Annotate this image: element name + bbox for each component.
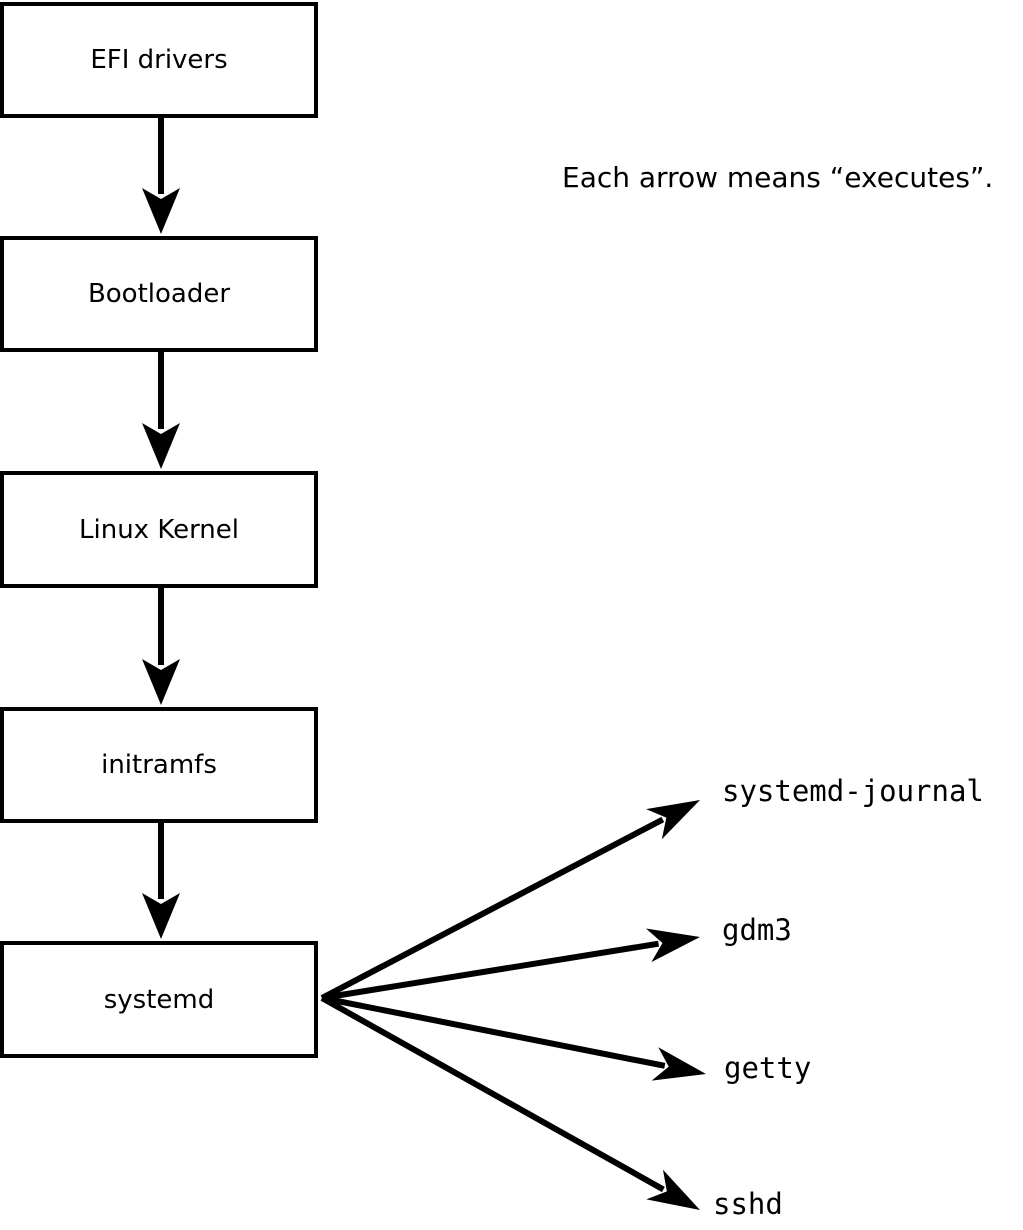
fanout-arrow-shaft-gdm3 — [321, 940, 660, 1001]
node-efi-drivers[interactable]: EFI drivers — [0, 2, 318, 118]
service-label-sshd: sshd — [713, 1187, 783, 1221]
node-systemd[interactable]: systemd — [0, 941, 318, 1058]
fanout-arrowhead-getty — [651, 1047, 706, 1081]
chain-arrowhead-3 — [142, 893, 180, 939]
fanout-arrow-layer — [320, 800, 706, 1210]
node-label-bootloader: Bootloader — [87, 279, 231, 309]
chain-arrow-layer — [142, 118, 180, 939]
node-initramfs[interactable]: initramfs — [0, 707, 318, 823]
caption-executes-note: Each arrow means “executes”. — [562, 161, 994, 194]
fanout-arrowhead-systemd-journal — [646, 800, 700, 840]
node-label-initramfs: initramfs — [101, 750, 217, 780]
node-label-linux-kernel: Linux Kernel — [79, 514, 239, 545]
fanout-arrowhead-gdm3 — [645, 928, 700, 963]
node-bootloader[interactable]: Bootloader — [0, 236, 318, 352]
node-label-systemd: systemd — [103, 984, 215, 1015]
service-label-systemd-journal: systemd-journal — [722, 774, 984, 808]
fanout-arrowhead-sshd — [646, 1169, 700, 1210]
chain-arrowhead-0 — [142, 188, 180, 234]
node-linux-kernel[interactable]: Linux Kernel — [0, 471, 318, 588]
fanout-arrow-shaft-sshd — [320, 995, 665, 1193]
node-label-efi-drivers: EFI drivers — [90, 45, 228, 75]
chain-arrowhead-1 — [142, 423, 180, 469]
service-label-gdm3: gdm3 — [722, 913, 792, 947]
chain-arrowhead-2 — [142, 659, 180, 705]
fanout-arrow-shaft-getty — [321, 995, 666, 1069]
fanout-arrow-shaft-systemd-journal — [320, 816, 665, 1001]
service-label-getty: getty — [724, 1051, 812, 1085]
